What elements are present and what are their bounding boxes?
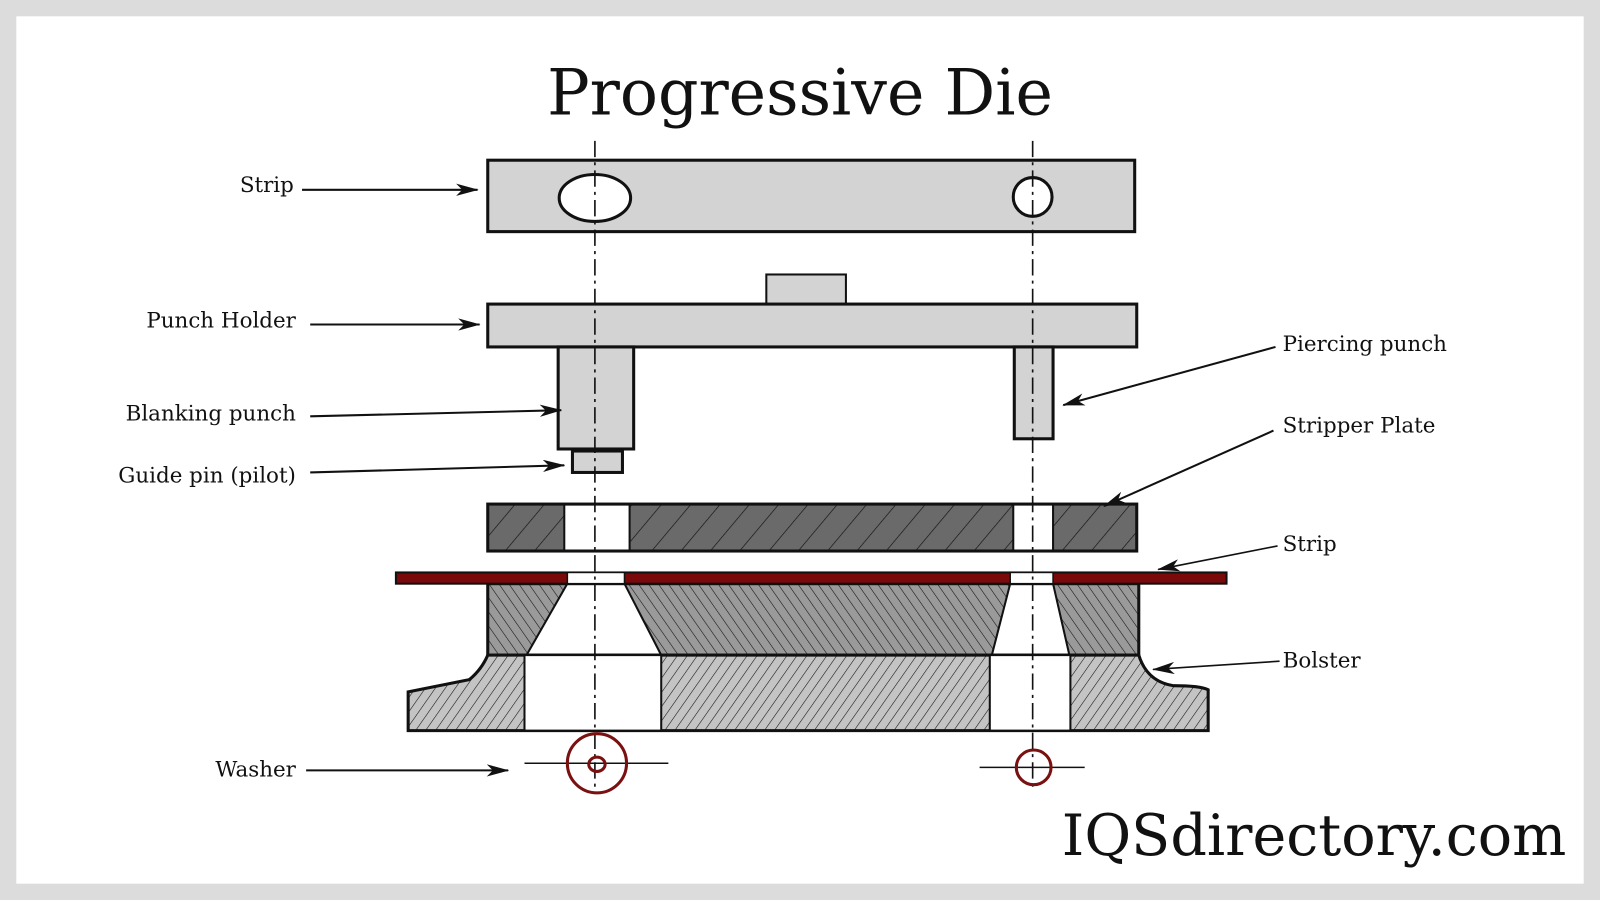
blanking-punch xyxy=(556,345,636,451)
label-strip-top: Strip xyxy=(240,173,294,198)
label-guide-pin: Guide pin (pilot) xyxy=(118,464,296,489)
washer-left xyxy=(524,732,669,795)
watermark-logo: IQSdirectory.com xyxy=(1062,803,1567,869)
strip-top-view xyxy=(486,158,1137,234)
arrow-piercing-punch xyxy=(1062,345,1276,407)
washer-right xyxy=(979,748,1085,787)
piercing-punch xyxy=(1012,345,1055,441)
bolster xyxy=(406,653,1210,733)
punch-holder xyxy=(486,273,1139,349)
label-strip-material: Strip xyxy=(1283,532,1337,557)
label-bolster: Bolster xyxy=(1283,648,1362,673)
die-block xyxy=(486,582,1141,657)
label-stripper-plate: Stripper Plate xyxy=(1283,414,1436,439)
label-washer: Washer xyxy=(215,758,296,783)
arrow-strip-material xyxy=(1157,545,1278,572)
strip-material xyxy=(394,571,1228,585)
arrow-stripper-plate xyxy=(1103,429,1274,508)
arrow-guide-pin xyxy=(310,459,566,474)
label-piercing-punch: Piercing punch xyxy=(1283,332,1448,357)
arrow-bolster xyxy=(1152,660,1280,675)
stripper-plate xyxy=(486,502,1139,553)
canvas-background xyxy=(16,16,1584,884)
guide-pin xyxy=(570,449,624,474)
label-blanking-punch: Blanking punch xyxy=(126,401,297,426)
arrow-blanking-punch xyxy=(310,404,563,418)
label-punch-holder: Punch Holder xyxy=(146,309,296,334)
diagram-title: Progressive Die xyxy=(547,55,1053,129)
